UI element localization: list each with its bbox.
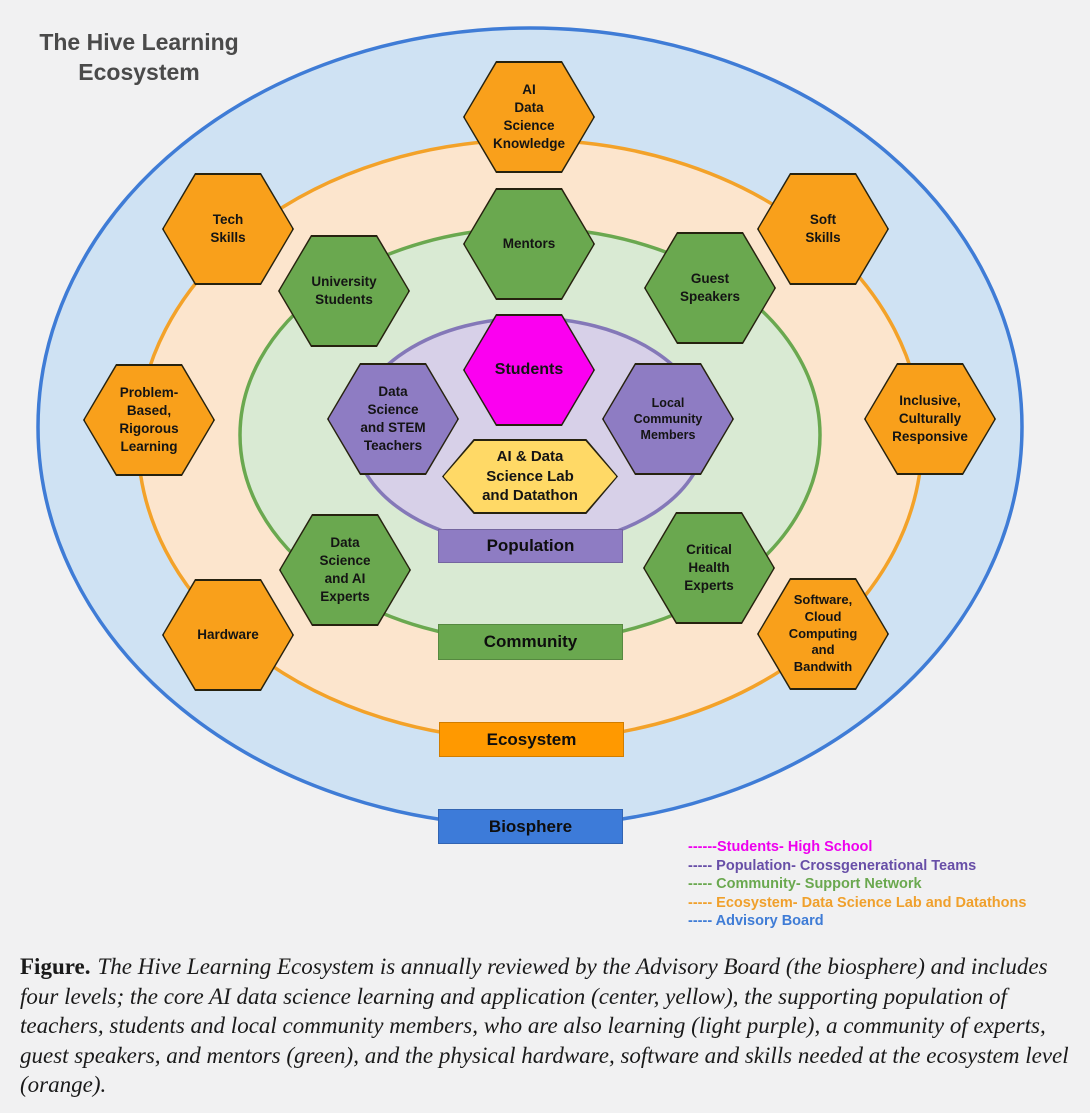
hexagon-local-community-members: Local Community Members xyxy=(602,363,734,475)
hexagon-label: Local Community Members xyxy=(633,395,703,443)
hexagon-ai-data-science-lab-and-datathon: AI & Data Science Lab and Datathon xyxy=(442,439,618,514)
legend-item-advisory-board: ----- Advisory Board xyxy=(688,913,824,929)
hexagon-label: Data Science and AI Experts xyxy=(319,534,371,605)
ring-label-ecosystem: Ecosystem xyxy=(439,722,624,757)
ring-label-text: Population xyxy=(486,536,575,555)
hexagon-label: Guest Speakers xyxy=(679,270,741,304)
hexagon-problem-based-rigorous-learning: Problem- Based, Rigorous Learning xyxy=(83,364,215,476)
legend-item-students: ------Students- High School xyxy=(688,839,873,855)
ring-label-population: Population xyxy=(438,529,623,563)
ring-label-community: Community xyxy=(438,624,623,660)
caption-label: Figure. xyxy=(20,954,91,979)
hexagon-label: University Students xyxy=(311,273,377,307)
hexagon-shape xyxy=(163,580,293,690)
legend-item-community: ----- Community- Support Network xyxy=(688,876,922,892)
ring-label-text: Biosphere xyxy=(488,816,573,836)
hexagon-label: Critical Health Experts xyxy=(684,541,734,594)
hexagon-ai-data-science-knowledge: AI Data Science Knowledge xyxy=(463,61,595,173)
hexagon-shape xyxy=(758,579,888,689)
hexagon-shape xyxy=(644,513,774,623)
hexagon-label: Software, Cloud Computing and Bandwith xyxy=(788,591,858,675)
hexagon-critical-health-experts: Critical Health Experts xyxy=(643,512,775,624)
hexagon-label: Students xyxy=(494,361,564,379)
ring-label-biosphere: Biosphere xyxy=(438,809,623,844)
hexagon-label: AI Data Science Knowledge xyxy=(492,81,565,152)
page-title: The Hive Learning Ecosystem xyxy=(39,29,239,86)
hexagon-software-cloud-computing-bandwith: Software, Cloud Computing and Bandwith xyxy=(757,578,889,690)
hexagon-tech-skills: Tech Skills xyxy=(162,173,294,285)
caption-text: The Hive Learning Ecosystem is annually … xyxy=(20,954,1069,1097)
hexagon-label: Data Science and STEM Teachers xyxy=(360,383,426,454)
hexagon-label: Inclusive, Culturally Responsive xyxy=(892,392,968,445)
hexagon-label: Tech Skills xyxy=(210,211,246,245)
hexagon-label: Hardware xyxy=(197,626,259,642)
hexagon-label: Mentors xyxy=(502,235,556,251)
legend: ------Students- High School ----- Popula… xyxy=(688,838,1026,931)
hexagon-label: Problem- Based, Rigorous Learning xyxy=(119,384,179,455)
legend-item-ecosystem: ----- Ecosystem- Data Science Lab and Da… xyxy=(688,894,1027,911)
hexagon-shape xyxy=(443,440,617,513)
hexagon-label: Soft Skills xyxy=(805,211,841,245)
ring-label-text: Ecosystem xyxy=(486,729,577,749)
legend-item-population: ----- Population- Crossgenerational Team… xyxy=(688,857,977,874)
hexagon-hardware: Hardware xyxy=(162,579,294,691)
hexagon-shape xyxy=(280,515,410,625)
hexagon-label: AI & Data Science Lab and Datathon xyxy=(482,448,578,505)
figure-caption: Figure.The Hive Learning Ecosystem is an… xyxy=(20,952,1076,1100)
ring-label-text: Community xyxy=(483,632,578,651)
hexagon-data-science-and-ai-experts: Data Science and AI Experts xyxy=(279,514,411,626)
